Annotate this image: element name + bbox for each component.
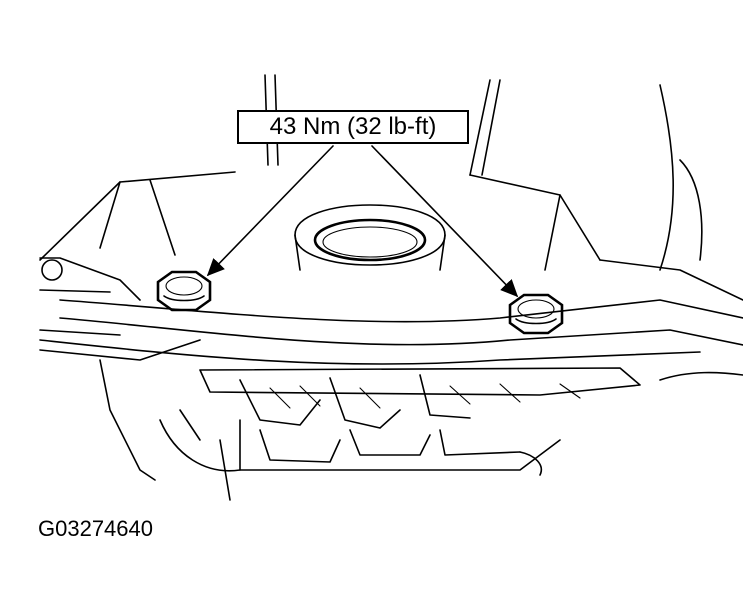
torque-label: 43 Nm (32 lb-ft): [269, 113, 437, 140]
bolt-left: [156, 270, 212, 312]
pan-rail: [39, 299, 743, 481]
bolt-right: [508, 293, 564, 335]
leader-arrows: [206, 145, 519, 298]
housing-port: [294, 204, 446, 271]
torque-callout: 43 Nm (32 lb-ft): [237, 110, 469, 144]
leader-arrow-left: [206, 145, 334, 277]
left-bracket: [39, 257, 201, 361]
figure-id: G03274640: [38, 516, 153, 541]
valve-body-detail: [159, 367, 641, 501]
leader-arrow-right: [371, 145, 519, 298]
housing-outline: [39, 74, 743, 301]
